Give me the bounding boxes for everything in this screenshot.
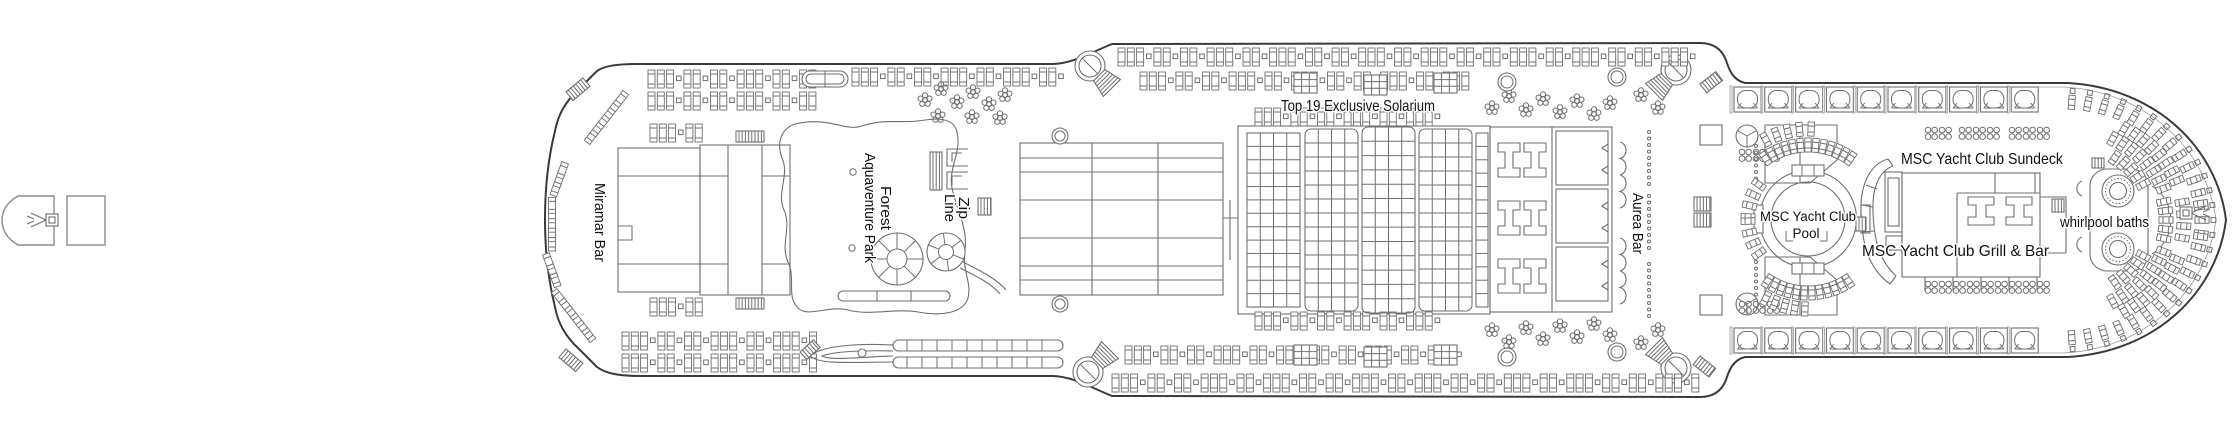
label-yacht-club-sundeck: MSC Yacht Club Sundeck bbox=[1901, 151, 2063, 168]
pool-fan-top2 bbox=[1759, 121, 1816, 148]
deck-step-box-bottom bbox=[1699, 294, 1723, 316]
pool-fan-bottom bbox=[1760, 272, 1856, 301]
bow-fan-3 bbox=[2107, 149, 2152, 192]
sun-lounger-row bbox=[1124, 345, 1462, 365]
trees bbox=[917, 81, 1666, 350]
label-line: Line bbox=[941, 194, 958, 222]
deck-step-box-top bbox=[1699, 124, 1723, 146]
table-square bbox=[1433, 344, 1458, 366]
zipline-station bbox=[929, 148, 992, 216]
bow-col-3 bbox=[2192, 198, 2210, 242]
sun-lounger-group bbox=[583, 89, 630, 146]
cabana-row bbox=[1729, 326, 2039, 355]
sun-lounger-row bbox=[1111, 373, 1700, 393]
table-square bbox=[1363, 74, 1388, 96]
label-yacht-club-pool-line1: MSC Yacht Club bbox=[1760, 209, 1856, 224]
central-deck-structure bbox=[1019, 142, 1238, 296]
deck-thumbnail-stern[interactable] bbox=[1, 195, 55, 246]
table-square bbox=[1363, 346, 1388, 368]
cabana-units bbox=[1497, 142, 1547, 294]
bow-fan-2 bbox=[2117, 120, 2186, 187]
curved-sofa bbox=[1860, 158, 1897, 285]
spiral-stair bbox=[1072, 340, 1120, 388]
sun-lounger-row bbox=[1117, 47, 1696, 67]
label-miramar-bar: Miramar Bar bbox=[591, 183, 608, 262]
label-yacht-club-grill-bar: MSC Yacht Club Grill & Bar bbox=[1862, 243, 2050, 260]
pool-fan-bottom2 bbox=[1759, 290, 1809, 317]
label-aurea-bar: Aurea Bar bbox=[1629, 193, 1646, 254]
sun-lounger-row bbox=[649, 297, 703, 317]
legend-deck-thumbnails bbox=[1, 195, 106, 246]
deck-thumbnail-plain[interactable] bbox=[66, 195, 106, 246]
zipline-tracks bbox=[799, 339, 1064, 369]
sun-lounger-row bbox=[647, 91, 817, 111]
spiral-stair bbox=[1074, 50, 1122, 98]
bow-col-1 bbox=[2155, 196, 2174, 244]
cabana-row bbox=[1729, 85, 2039, 114]
label-yacht-club-pool-line2: Pool bbox=[1792, 226, 1819, 241]
table-square bbox=[1293, 72, 1318, 94]
sun-lounger-group bbox=[541, 252, 562, 289]
sun-lounger-row bbox=[1254, 311, 1441, 331]
sun-lounger-row bbox=[621, 331, 817, 351]
bow-fan-6 bbox=[2107, 248, 2152, 291]
table-square bbox=[1433, 72, 1458, 94]
sun-lounger-group bbox=[550, 287, 597, 344]
sun-lounger-group bbox=[548, 196, 556, 252]
zipline-trolley-icon bbox=[26, 212, 59, 228]
sun-lounger-row bbox=[649, 123, 703, 143]
tender-boat bbox=[801, 70, 849, 88]
sun-lounger-row bbox=[1254, 107, 1441, 127]
zipline-trolley-icon bbox=[2179, 205, 2211, 221]
pool-label-brackets bbox=[1785, 231, 1828, 242]
forest-aquaventure-park bbox=[779, 118, 1007, 315]
sundeck-table-clusters bbox=[1738, 126, 2050, 314]
whirlpool-bath bbox=[2101, 232, 2135, 266]
bow-fan-5 bbox=[2117, 253, 2186, 320]
whirlpool-bath bbox=[2101, 174, 2135, 208]
label-zip: Zip bbox=[955, 197, 972, 219]
venue-labels: Miramar Bar Forest Aquaventure Park Zip … bbox=[590, 97, 2151, 265]
sun-lounger-group bbox=[549, 161, 570, 198]
deck-furniture bbox=[541, 47, 2217, 393]
label-whirlpool-baths: whirlpool baths bbox=[2059, 214, 2149, 231]
stern-funnel-structure bbox=[617, 144, 791, 296]
solarium-panels bbox=[1246, 126, 1489, 314]
table-square bbox=[1293, 344, 1318, 366]
label-forest-line2: Aquaventure Park bbox=[861, 153, 878, 263]
sun-lounger-row bbox=[621, 353, 817, 373]
pool-fan-left-bottom bbox=[1740, 217, 1768, 261]
bow-fan-4 bbox=[2105, 245, 2172, 310]
sun-lounger-row bbox=[647, 69, 817, 89]
pool-fan-top bbox=[1758, 137, 1858, 167]
sun-lounger-row bbox=[851, 67, 1064, 87]
label-top19-solarium: Top 19 Exclusive Solarium bbox=[1281, 98, 1435, 115]
label-forest-line1: Forest bbox=[877, 186, 894, 231]
